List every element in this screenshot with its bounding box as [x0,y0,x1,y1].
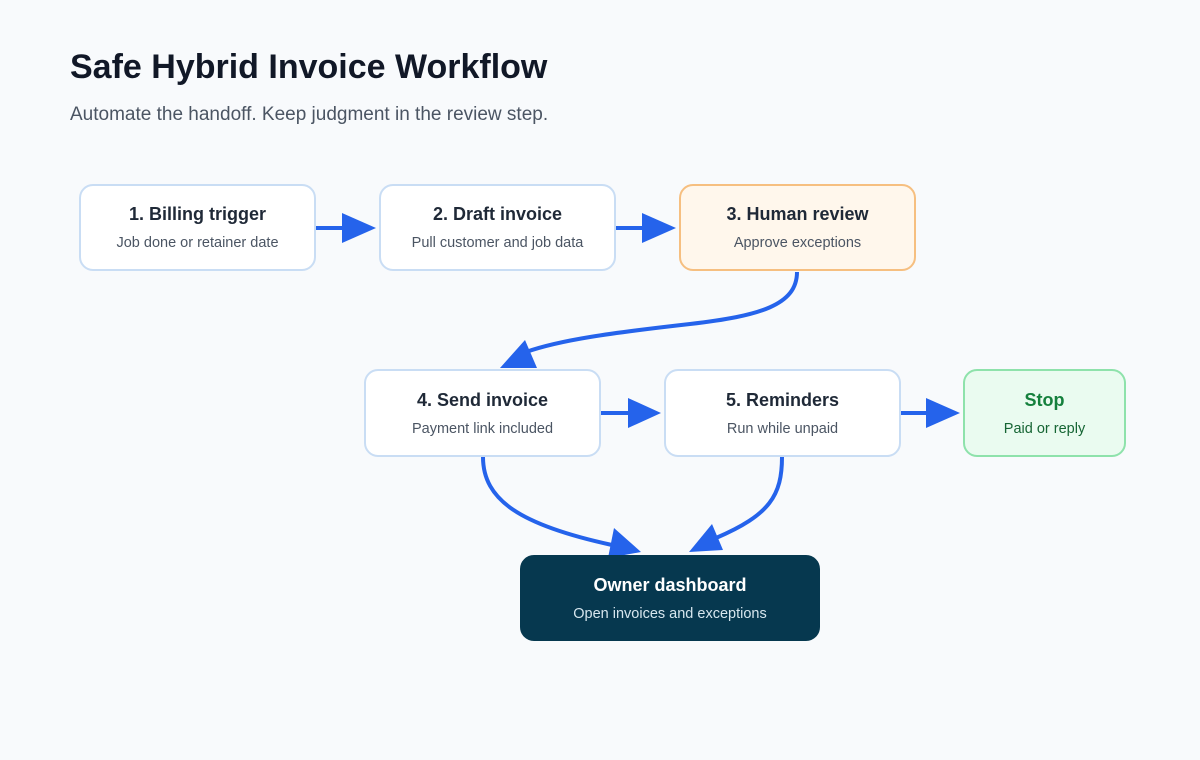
edge-send-reminders-arrowhead [628,398,661,428]
page-title: Safe Hybrid Invoice Workflow [70,48,548,86]
edge-reminders-stop-arrowhead [926,398,960,428]
node-stop: Stop Paid or reply [963,369,1126,457]
node-subtitle: Approve exceptions [733,235,862,251]
edge-review-send [525,271,799,354]
node-owner-dashboard: Owner dashboard Open invoices and except… [520,555,820,641]
edge-trigger-draft-arrowhead [342,213,376,243]
node-subtitle: Payment link included [411,420,554,437]
node-title: 4. Send invoice [416,389,549,410]
node-subtitle: Job done or retainer date [116,235,279,251]
node-subtitle: Paid or reply [1003,420,1086,437]
node-title: 2. Draft invoice [432,204,563,224]
edge-draft-review-arrowhead [642,213,676,243]
node-title: 1. Billing trigger [128,204,266,224]
edge-reminders-dashboard [715,456,784,540]
page-subtitle: Automate the handoff. Keep judgment in t… [70,104,549,125]
edge-review-send-arrowhead [500,340,537,368]
node-title: Stop [1024,389,1065,410]
node-title: 5. Reminders [725,389,840,410]
edge-reminders-dashboard-arrowhead [689,524,723,552]
edge-send-dashboard-arrowhead [608,528,641,558]
node-draft-invoice: 2. Draft invoice Pull customer and job d… [379,184,616,271]
node-reminders: 5. Reminders Run while unpaid [664,369,901,457]
edge-send-dashboard [481,456,613,547]
node-subtitle: Run while unpaid [726,420,839,437]
node-human-review: 3. Human review Approve exceptions [679,184,916,271]
node-send-invoice: 4. Send invoice Payment link included [364,369,601,457]
node-subtitle: Open invoices and exceptions [573,605,767,622]
node-billing-trigger: 1. Billing trigger Job done or retainer … [79,184,316,271]
node-title: Owner dashboard [593,574,747,595]
node-title: 3. Human review [726,204,869,224]
node-subtitle: Pull customer and job data [411,235,584,251]
